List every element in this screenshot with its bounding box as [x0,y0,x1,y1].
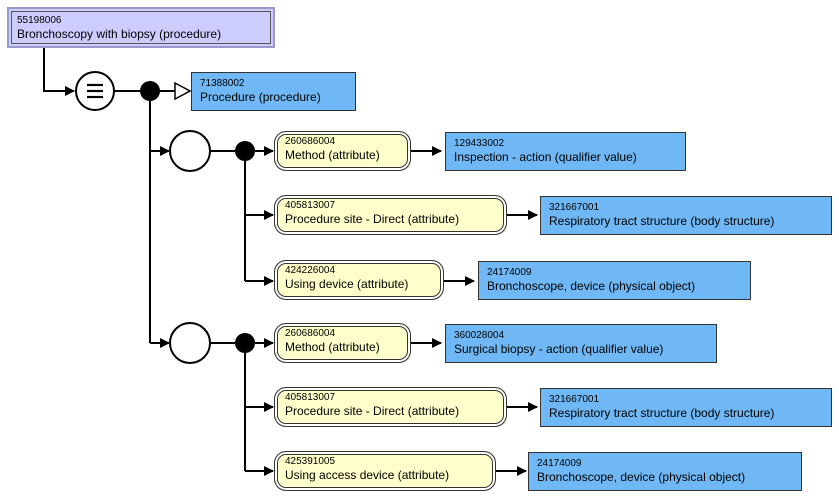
attribute-term: Procedure site - Direct (attribute) [285,212,460,226]
root-concept-term: Bronchoscopy with biopsy (procedure) [17,27,222,41]
value-concept-id: 321667001 [549,202,600,213]
value-concept-term: Respiratory tract structure (body struct… [549,214,775,228]
parent-concept-box[interactable]: 71388002 Procedure (procedure) [191,72,356,111]
attribute-box[interactable]: 260686004 Method (attribute) [274,131,411,171]
value-concept-term: Bronchoscope, device (physical object) [537,470,746,484]
value-concept-term: Bronchoscope, device (physical object) [487,279,696,293]
attribute-term: Procedure site - Direct (attribute) [285,404,460,418]
attribute-id: 424226004 [285,265,336,276]
value-concept-box[interactable]: 24174009 Bronchoscope, device (physical … [528,452,802,491]
value-concept-box[interactable]: 321667001 Respiratory tract structure (b… [540,196,832,235]
root-connector [43,48,75,96]
root-concept-box[interactable]: 55198006 Bronchoscopy with biopsy (proce… [7,7,275,48]
root-concept-id: 55198006 [17,15,62,26]
value-concept-term: Surgical biopsy - action (qualifier valu… [454,342,664,356]
attribute-box[interactable]: 260686004 Method (attribute) [274,323,411,363]
attribute-box[interactable]: 405813007 Procedure site - Direct (attri… [274,387,507,427]
isa-arrow-icon [174,81,192,101]
attribute-id: 405813007 [285,392,336,403]
attribute-box[interactable]: 425391005 Using access device (attribute… [274,451,496,491]
value-concept-box[interactable]: 321667001 Respiratory tract structure (b… [540,388,832,427]
attribute-term: Using device (attribute) [285,277,409,291]
attribute-id: 405813007 [285,200,336,211]
conjunction-dot-main [140,81,160,101]
value-concept-box[interactable]: 129433002 Inspection - action (qualifier… [445,132,686,171]
group-2-conjunction-dot [235,333,255,353]
attribute-box[interactable]: 424226004 Using device (attribute) [274,260,444,300]
value-concept-term: Inspection - action (qualifier value) [454,150,637,164]
attribute-term: Method (attribute) [285,148,380,162]
value-concept-box[interactable]: 360028004 Surgical biopsy - action (qual… [445,324,717,363]
attribute-id: 260686004 [285,136,336,147]
attribute-box[interactable]: 405813007 Procedure site - Direct (attri… [274,195,507,235]
value-concept-term: Respiratory tract structure (body struct… [549,406,775,420]
parent-concept-term: Procedure (procedure) [200,90,321,104]
value-concept-id: 24174009 [537,458,582,469]
attribute-term: Using access device (attribute) [285,468,450,482]
group-1-conjunction-dot [235,141,255,161]
parent-concept-id: 71388002 [200,78,245,89]
value-concept-id: 24174009 [487,267,532,278]
attribute-id: 260686004 [285,328,336,339]
value-concept-box[interactable]: 24174009 Bronchoscope, device (physical … [478,261,751,300]
group-2-circle-icon [169,322,211,364]
value-concept-id: 129433002 [454,138,505,149]
group-1-circle-icon [169,130,211,172]
attribute-id: 425391005 [285,456,336,467]
value-concept-id: 321667001 [549,394,600,405]
attribute-term: Method (attribute) [285,340,380,354]
value-concept-id: 360028004 [454,330,505,341]
